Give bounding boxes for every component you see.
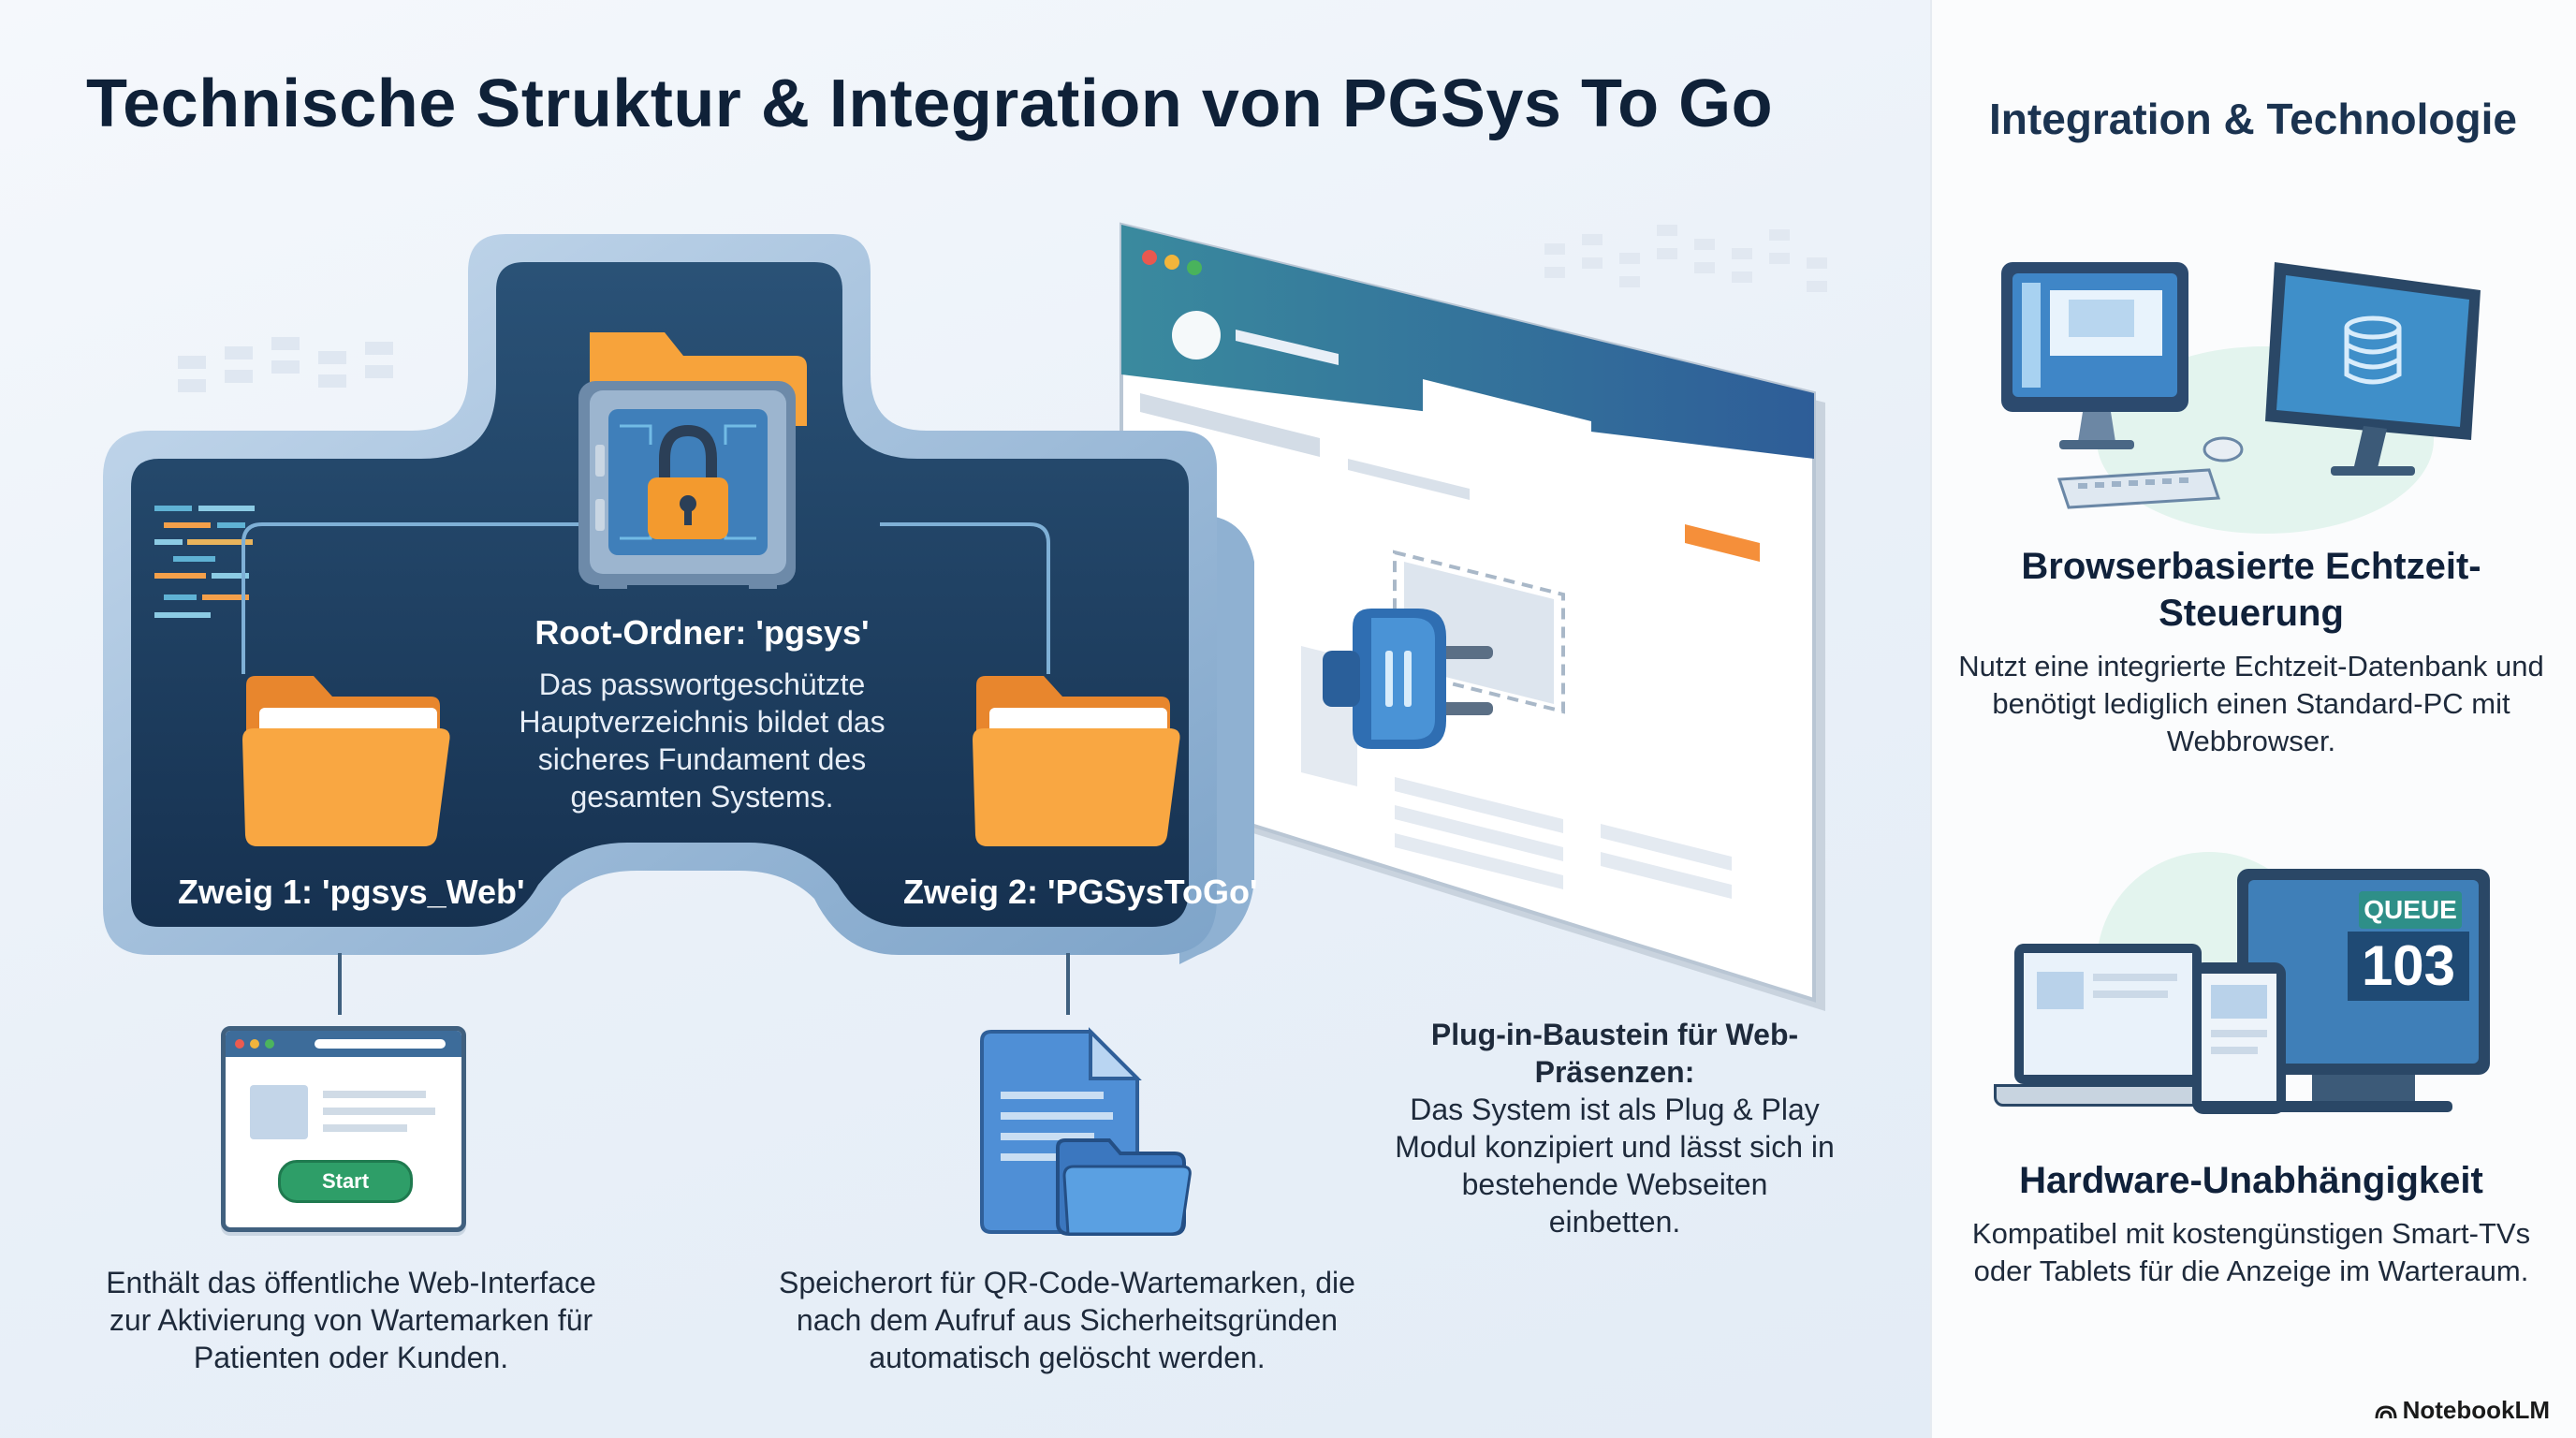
text-line — [323, 1091, 426, 1098]
background-bars-left — [178, 337, 393, 392]
background-bars-right — [1544, 225, 1827, 292]
sidebar-item-2-heading: Hardware-Unabhängigkeit — [2019, 1160, 2483, 1201]
tablet-block — [2211, 985, 2267, 1019]
screen-line — [2093, 974, 2177, 981]
page-title: Technische Struktur & Integration von PG… — [86, 66, 1774, 141]
image-placeholder — [250, 1085, 308, 1139]
tv-base — [2275, 1101, 2452, 1112]
sidebar-item-browser-control: Browserbasierte Echtzeit-Steuerung Nutzt… — [1956, 543, 2546, 760]
branch-2-label: Zweig 2: 'PGSysToGo' — [903, 873, 1258, 911]
plug-connector-icon — [1323, 609, 1493, 749]
window-dot-red — [235, 1039, 244, 1049]
root-folder-label: Root-Ordner: 'pgsys' — [534, 613, 870, 652]
web-interface-illustration: Start — [221, 1026, 466, 1232]
connector-line-branch-2 — [1066, 953, 1070, 1015]
branch-2-description: Speicherort für QR-Code-Wartemarken, die… — [779, 1266, 1355, 1374]
sidebar-item-1-description: Nutzt eine integrierte Echtzeit-Datenban… — [1958, 650, 2544, 757]
notebooklm-footer: NotebookLM — [2375, 1396, 2550, 1425]
text-line — [323, 1124, 407, 1132]
sidebar-panel — [1930, 0, 2576, 1438]
folder-icon-branch-2 — [973, 676, 1180, 846]
text-line — [323, 1108, 435, 1115]
window-dot-green — [265, 1039, 274, 1049]
folder-icon-branch-1 — [242, 676, 450, 846]
tablet-line — [2211, 1030, 2267, 1037]
sidebar-item-2-description: Kompatibel mit kostengünstigen Smart-TVs… — [1971, 1217, 2531, 1287]
branch-1-label: Zweig 1: 'pgsys_Web' — [178, 873, 525, 911]
branch-1-description: Enthält das öffentliche Web-Interface zu… — [106, 1266, 596, 1374]
document-folder-illustration — [980, 1027, 1192, 1236]
sidebar-item-1-heading: Browserbasierte Echtzeit-Steuerung — [2021, 546, 2481, 634]
connector-line-branch-1 — [338, 953, 342, 1015]
website-browser-illustration — [1120, 222, 1825, 1011]
sidebar-title: Integration & Technologie — [1989, 95, 2517, 143]
devices-illustration: QUEUE 103 — [1994, 843, 2499, 1142]
screen-block — [2037, 972, 2084, 1009]
plugin-box: Plug-in-Baustein für Web-Präsenzen: Das … — [1395, 1016, 1835, 1240]
mini-address-bar — [315, 1039, 446, 1049]
plugin-heading: Plug-in-Baustein für Web-Präsenzen: — [1430, 1018, 1799, 1089]
queue-number: 103 — [2348, 932, 2469, 1001]
sidebar-item-hardware: Hardware-Unabhängigkeit Kompatibel mit k… — [1956, 1157, 2546, 1290]
password-vault-icon — [578, 332, 807, 589]
notebooklm-logo-icon — [2375, 1398, 2397, 1419]
screen-line — [2093, 990, 2168, 998]
queue-label: QUEUE — [2359, 891, 2462, 929]
window-dot-yellow — [250, 1039, 259, 1049]
tablet-line — [2211, 1047, 2258, 1054]
pc-database-illustration — [2001, 262, 2481, 534]
root-folder-description: Das passwortgeschützte Hauptverzeichnis … — [519, 668, 886, 814]
start-button[interactable]: Start — [278, 1160, 413, 1203]
plugin-description: Das System ist als Plug & Play Modul kon… — [1395, 1093, 1835, 1239]
tv-stand — [2312, 1075, 2415, 1103]
code-lines-decoration — [154, 506, 255, 618]
footer-label: NotebookLM — [2402, 1396, 2550, 1424]
root-folder-box: Root-Ordner: 'pgsys' Das passwortgeschüt… — [496, 613, 908, 815]
